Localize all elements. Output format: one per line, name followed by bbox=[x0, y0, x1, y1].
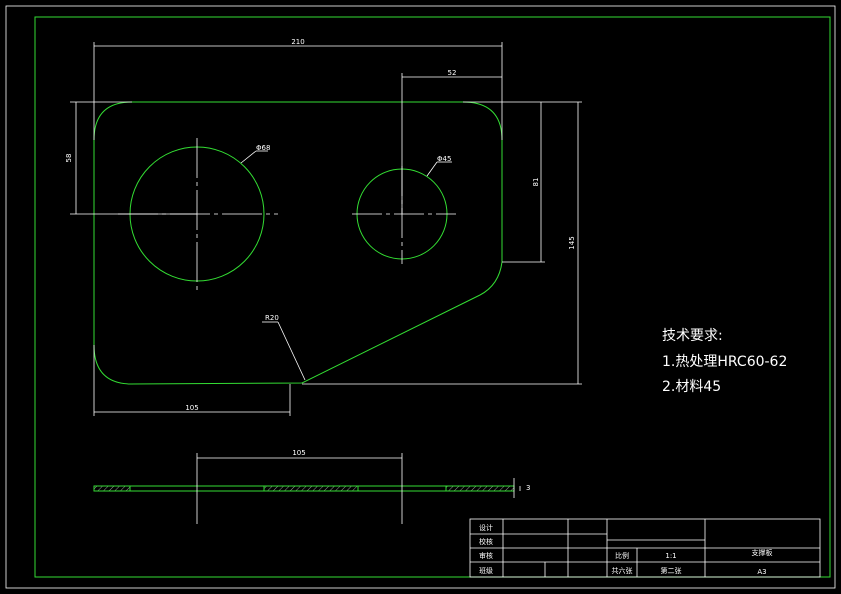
tb-row1: 设计 bbox=[479, 523, 493, 532]
dim-105: 105 bbox=[185, 404, 198, 412]
tb-row2: 校核 bbox=[479, 537, 493, 546]
notes-line2: 2.材料45 bbox=[662, 379, 721, 395]
dimension-lines bbox=[70, 42, 582, 416]
notes-title: 技术要求: bbox=[662, 328, 723, 344]
dim-section-length: 105 bbox=[292, 449, 305, 457]
tb-paper-size: A3 bbox=[757, 568, 766, 576]
dim-145: 145 bbox=[568, 236, 576, 249]
tb-scale-value: 1:1 bbox=[665, 552, 676, 560]
dim-52: 52 bbox=[448, 69, 457, 77]
tb-sheet-num: 第二张 bbox=[661, 566, 682, 575]
dim-210: 210 bbox=[291, 38, 304, 46]
section-view bbox=[93, 453, 521, 524]
dim-section-thickness: 3 bbox=[526, 484, 530, 492]
tb-sheets-total: 共六张 bbox=[612, 566, 633, 575]
part-outline bbox=[93, 101, 503, 385]
dim-58: 58 bbox=[65, 154, 73, 163]
tb-row3: 审核 bbox=[479, 551, 493, 560]
dim-r20: R20 bbox=[265, 314, 279, 322]
tb-row4: 班级 bbox=[479, 566, 493, 575]
tb-part-name: 支撑板 bbox=[752, 548, 773, 557]
tb-scale-label: 比例 bbox=[615, 551, 629, 560]
dim-small-hole: Φ45 bbox=[437, 155, 451, 163]
title-block bbox=[469, 518, 821, 578]
center-lines bbox=[118, 138, 456, 292]
notes-line1: 1.热处理HRC60-62 bbox=[662, 354, 787, 370]
dim-large-hole: Φ68 bbox=[256, 144, 270, 152]
outer-border bbox=[5, 5, 836, 589]
dim-81: 81 bbox=[532, 178, 540, 187]
frame-border bbox=[34, 16, 831, 578]
